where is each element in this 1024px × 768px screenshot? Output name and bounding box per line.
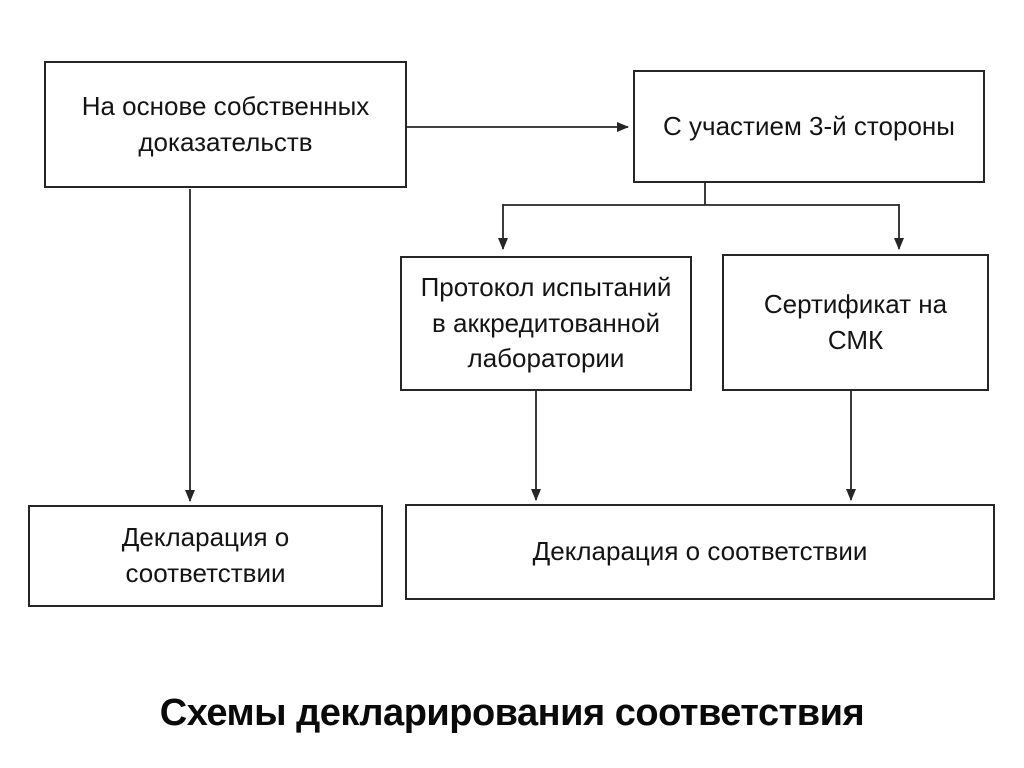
node-declaration-wide-label: Декларация о соответствии [532,536,868,567]
node-own-evidence: На основе собственных доказательств [44,61,407,188]
node-declaration-left-label: Декларация о соответствии [121,522,290,588]
node-declaration-left: Декларация о соответствии [28,505,383,607]
node-third-party: С участием 3-й стороны [633,70,985,183]
node-third-party-label: С участием 3-й стороны [663,110,955,141]
node-test-protocol-label: Протокол испытаний в аккредитованной лаб… [420,271,672,374]
node-test-protocol: Протокол испытаний в аккредитованной лаб… [400,256,692,391]
node-qms-certificate: Сертификат на СМК [722,254,989,391]
node-own-evidence-label: На основе собственных доказательств [81,90,370,157]
node-declaration-wide: Декларация о соответствии [405,504,995,600]
node-qms-certificate-label: Сертификат на СМК [763,288,948,355]
diagram-title: Схемы декларирования соответствия [159,692,865,734]
